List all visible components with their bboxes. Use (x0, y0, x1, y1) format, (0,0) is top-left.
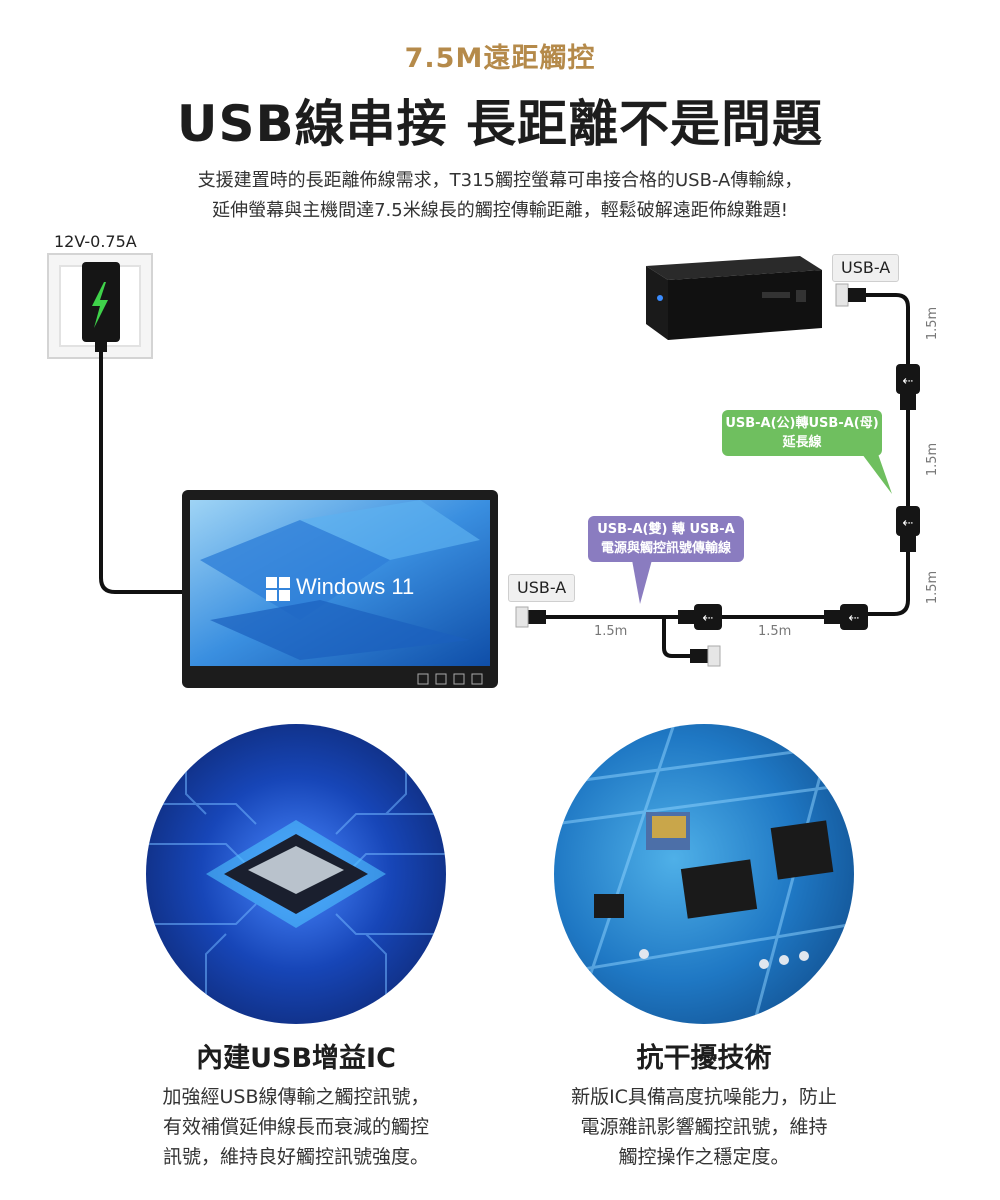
monitor-screen-text: Windows 11 (296, 574, 415, 599)
pcb-illustration (554, 724, 854, 1024)
section-eyebrow: 7.5M遠距觸控 (404, 43, 596, 74)
green-bubble-tail (862, 454, 892, 494)
host-cable (866, 293, 910, 368)
intro-line-1: 支援建置時的長距離佈線需求，T315觸控螢幕可串接合格的USB-A傳輸線， (197, 170, 803, 191)
feature-desc-anti-interference: 新版IC具備高度抗噪能力，防止 電源雜訊影響觸控訊號，維持 觸控操作之穩定度。 (494, 1082, 914, 1172)
dual-usb-junction: ⇠ (678, 604, 722, 630)
svg-text:⇠: ⇠ (903, 516, 914, 531)
svg-text:⇠: ⇠ (703, 611, 714, 626)
feature-desc-line: 新版IC具備高度抗噪能力，防止 (571, 1086, 837, 1108)
svg-text:⇠: ⇠ (903, 374, 914, 389)
chip-illustration (146, 724, 446, 1024)
female-usb-connector: ⇠ (824, 604, 868, 630)
windows-logo-icon (266, 577, 290, 601)
female-usb-connector: ⇠ (896, 364, 920, 410)
cable-length-label: 1.5m (925, 570, 941, 605)
monitor-usb-plug (528, 610, 546, 624)
feature-desc-line: 訊號，維持良好觸控訊號強度。 (162, 1146, 429, 1168)
purple-bubble-tail (632, 560, 652, 604)
connection-diagram: ⇠ ⇠ ⇠ ⇠ (47, 253, 920, 688)
extension-bubble-line-2: 延長線 (782, 435, 822, 450)
feature-desc-line: 電源雜訊影響觸控訊號，維持 (580, 1116, 828, 1138)
pcb-board-image (554, 724, 854, 1024)
extension-bubble-line-1: USB-A(公)轉USB-A(母) (725, 416, 879, 431)
feature-desc-line: 有效補償延伸線長而衰減的觸控 (162, 1116, 429, 1138)
feature-desc-line: 加強經USB線傳輸之觸控訊號， (162, 1086, 430, 1108)
host-usb-plug (835, 283, 849, 307)
host-usb-label: USB-A (832, 254, 900, 282)
cable-length-label: 1.5m (925, 442, 941, 477)
dual-bubble-line-2: 電源與觸控訊號傳輸線 (600, 541, 731, 556)
feature-title-usb-ic: 內建USB增益IC (196, 1043, 396, 1074)
dual-cable-bubble: USB-A(雙) 轉 USB-A 電源與觸控訊號傳輸線 (588, 516, 744, 562)
monitor-usb-label: USB-A (508, 574, 576, 602)
dual-bubble-line-1: USB-A(雙) 轉 USB-A (597, 522, 735, 537)
extension-cable-bubble: USB-A(公)轉USB-A(母) 延長線 (722, 410, 882, 456)
touch-monitor (182, 490, 498, 688)
female-usb-connector: ⇠ (896, 506, 920, 552)
feature-desc-line: 觸控操作之穩定度。 (618, 1146, 790, 1168)
svg-text:⇠: ⇠ (849, 611, 860, 626)
feature-title-anti-interference: 抗干擾技術 (636, 1043, 772, 1074)
power-spec-label: 12V-0.75A (54, 232, 137, 251)
page-title: USB線串接 長距離不是問題 (176, 95, 824, 153)
cable-length-label: 1.5m (758, 624, 792, 639)
usb-ic-chip-image (146, 724, 446, 1024)
monitor-control-buttons (417, 673, 483, 685)
charging-bolt-icon (92, 282, 108, 328)
mini-pc-host (646, 256, 822, 340)
power-usb-plug (690, 649, 708, 663)
cable-length-label: 1.5m (594, 624, 628, 639)
intro-line-2: 延伸螢幕與主機間達7.5米線長的觸控傳輸距離，輕鬆破解遠距佈線難題! (212, 200, 788, 221)
feature-desc-usb-ic: 加強經USB線傳輸之觸控訊號， 有效補償延伸線長而衰減的觸控 訊號，維持良好觸控… (86, 1082, 506, 1172)
cable-length-label: 1.5m (925, 306, 941, 341)
power-cable (99, 352, 184, 594)
